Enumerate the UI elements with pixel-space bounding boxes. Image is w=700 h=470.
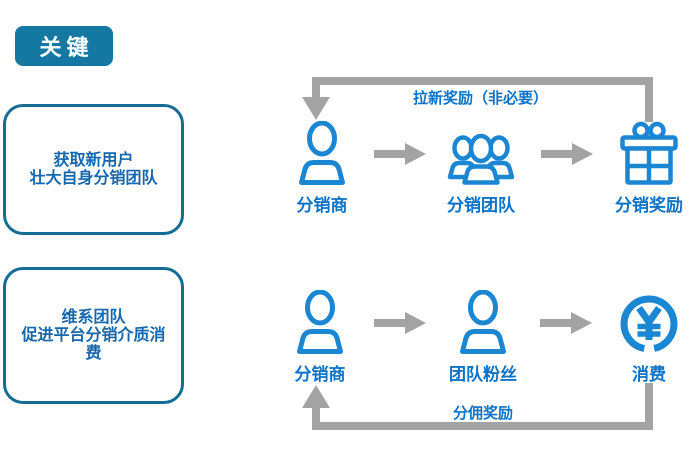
goal-box-line: 费 (85, 344, 102, 362)
arrowhead-down-icon (302, 97, 330, 120)
people-group-icon (447, 133, 515, 185)
node-consumption: 消费 (589, 288, 700, 385)
icon-area (620, 116, 678, 185)
goal-box-line: 促进平台分销介质消 (21, 326, 166, 344)
feedback-label-top: 拉新奖励（非必要） (412, 90, 548, 107)
node-distribution-team: 分销团队 (421, 116, 541, 216)
person-icon (297, 290, 343, 354)
node-team-fans: 团队粉丝 (423, 288, 543, 385)
icon-area (294, 288, 346, 354)
goal-box-maintain-team: 维系团队 促进平台分销介质消 费 (3, 267, 184, 404)
goal-box-line: 壮大自身分销团队 (29, 169, 158, 187)
arrow-right-icon (374, 143, 426, 165)
feedback-arrow-top-left-vertical (312, 77, 320, 98)
icon-area (447, 116, 515, 185)
node-label: 分销商 (296, 196, 348, 215)
arrow-right-icon (374, 312, 426, 334)
node-label: 消费 (632, 365, 666, 384)
node-distributor: 分销商 (262, 116, 382, 216)
icon-area (296, 116, 348, 185)
goal-box-line: 维系团队 (61, 308, 126, 326)
arrowhead-up-icon (302, 385, 330, 408)
arrow-right-icon (541, 143, 593, 165)
node-label: 分销奖励 (615, 196, 683, 215)
goal-box-line: 获取新用户 (53, 151, 134, 169)
yen-circle-icon (620, 295, 678, 353)
node-label: 分销商 (294, 365, 346, 384)
node-label: 分销团队 (447, 196, 515, 215)
node-label: 团队粉丝 (449, 365, 517, 384)
node-distribution-reward: 分销奖励 (589, 116, 700, 216)
node-distributor: 分销商 (260, 288, 380, 385)
feedback-arrow-top-horizontal (312, 77, 653, 85)
key-badge-label: 关键 (39, 35, 94, 60)
feedback-arrow-bottom-right-vertical (645, 383, 653, 422)
goal-box-acquire-users: 获取新用户 壮大自身分销团队 (3, 104, 184, 235)
feedback-label-bottom: 分佣奖励 (452, 405, 513, 422)
icon-area (619, 288, 679, 354)
key-badge: 关键 (15, 26, 113, 66)
feedback-arrow-top-right-vertical (645, 77, 653, 122)
gift-icon (620, 121, 678, 185)
feedback-arrow-bottom-left-vertical (312, 407, 320, 430)
icon-area (457, 288, 509, 354)
person-icon (460, 290, 506, 354)
arrow-right-icon (540, 312, 592, 334)
person-icon (299, 121, 345, 185)
feedback-arrow-bottom-horizontal (312, 422, 653, 430)
